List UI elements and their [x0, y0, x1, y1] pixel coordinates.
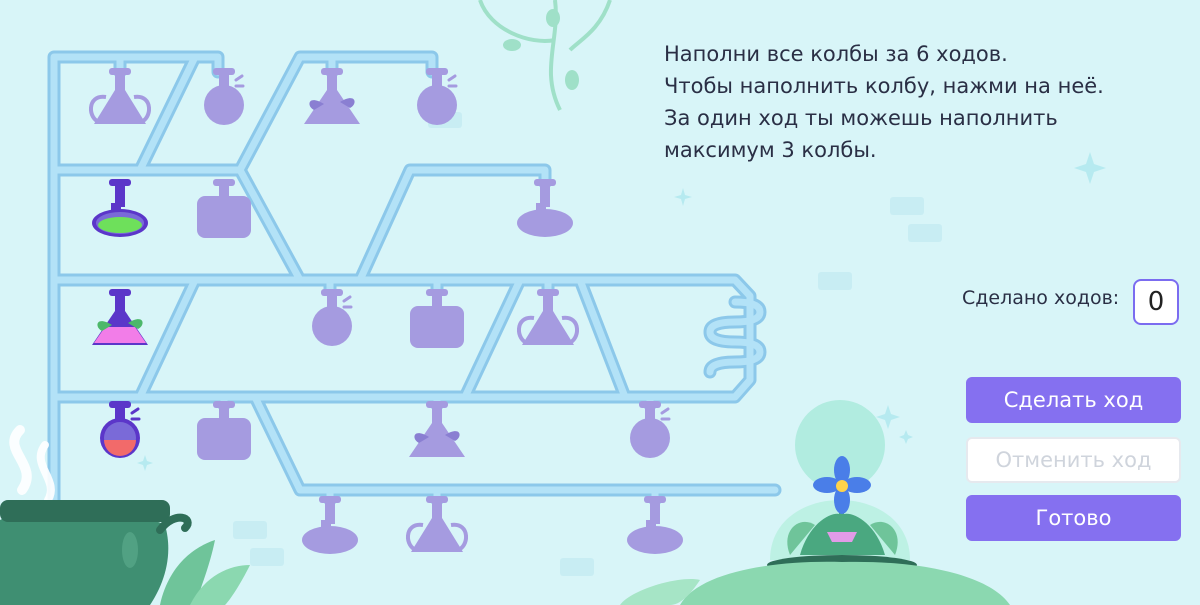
steam-icon [36, 441, 55, 504]
moves-counter-label: Сделано ходов: [962, 287, 1120, 309]
flask-square[interactable] [410, 289, 464, 348]
flask-amphora[interactable] [517, 289, 579, 345]
flask-wide-oval[interactable] [517, 179, 573, 237]
flask-amphora[interactable] [89, 68, 151, 124]
sparkle-icon [674, 188, 692, 206]
sparkle-icon [899, 430, 913, 444]
make-move-button[interactable]: Сделать ход [966, 377, 1181, 423]
instructions-text: Наполни все колбы за 6 ходов. Чтобы напо… [664, 38, 1164, 166]
flask-square[interactable] [197, 401, 251, 460]
flask-wide-oval[interactable] [302, 496, 358, 554]
vine-leaf [546, 9, 560, 27]
instruction-line: Наполни все колбы за 6 ходов. [664, 42, 1008, 66]
flask-leafy[interactable] [92, 289, 148, 345]
undo-move-button[interactable]: Отменить ход [966, 437, 1181, 483]
instruction-line: максимум 3 колбы. [664, 138, 877, 162]
brick-decoration [233, 521, 267, 539]
brick-decoration [250, 548, 284, 566]
vine-decoration [478, 0, 612, 111]
brick-decoration [818, 272, 852, 290]
steam-icon [9, 425, 32, 495]
sparkle-icon [876, 405, 900, 429]
done-button[interactable]: Готово [966, 495, 1181, 541]
flask-amphora[interactable] [406, 496, 468, 552]
vine-leaf [565, 70, 579, 90]
flask-round[interactable] [204, 68, 245, 125]
brick-decoration [890, 197, 924, 215]
sparkle-icon [137, 455, 153, 471]
instruction-line: За один ход ты можешь наполнить [664, 106, 1058, 130]
flask-round[interactable] [417, 68, 458, 125]
flask-square[interactable] [197, 179, 251, 238]
flask-round[interactable] [630, 401, 671, 458]
instruction-line: Чтобы наполнить колбу, нажми на неё. [664, 74, 1104, 98]
flask-layer [89, 68, 683, 554]
brick-decoration [908, 224, 942, 242]
moves-counter-value: 0 [1133, 279, 1179, 325]
sparkle-icon [1074, 152, 1106, 184]
flower-icon [813, 456, 871, 514]
flask-wide-oval[interactable] [627, 496, 683, 554]
flask-leafy[interactable] [304, 68, 360, 124]
vine-leaf [503, 39, 521, 51]
flask-wide-oval[interactable] [92, 179, 148, 237]
flask-round[interactable] [100, 401, 141, 458]
flask-leafy[interactable] [409, 401, 465, 457]
flask-round[interactable] [312, 289, 353, 346]
background-decor [137, 0, 1106, 576]
brick-decoration [560, 558, 594, 576]
flower-dome-illustration [620, 400, 1010, 605]
cauldron-illustration [0, 425, 250, 605]
pipe-network [47, 50, 782, 507]
